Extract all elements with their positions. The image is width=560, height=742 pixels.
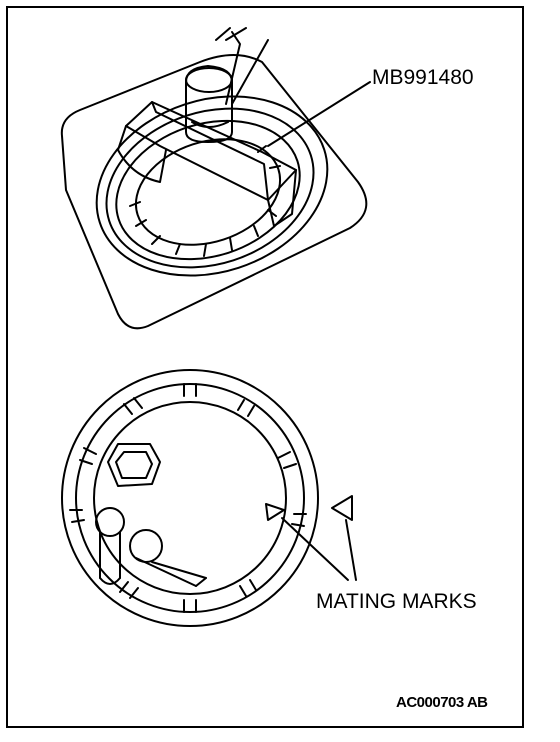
fuel-pump-ring — [61, 369, 319, 627]
fuel-pump-components — [95, 443, 207, 587]
tool-label: MB991480 — [372, 66, 474, 89]
figure-frame — [6, 6, 524, 728]
mating-mark-tank — [331, 495, 353, 521]
mating-marks-label: MATING MARKS — [316, 590, 477, 613]
figure-id: AC000703 AB — [396, 694, 488, 711]
tool-leader-line — [267, 81, 371, 147]
special-tool-mb991480 — [117, 27, 297, 227]
mating-mark-pump — [265, 503, 285, 521]
pump-flange-rings — [95, 95, 329, 277]
mating-marks-leader-lines — [281, 517, 357, 581]
tank-flange-plate — [60, 54, 368, 330]
